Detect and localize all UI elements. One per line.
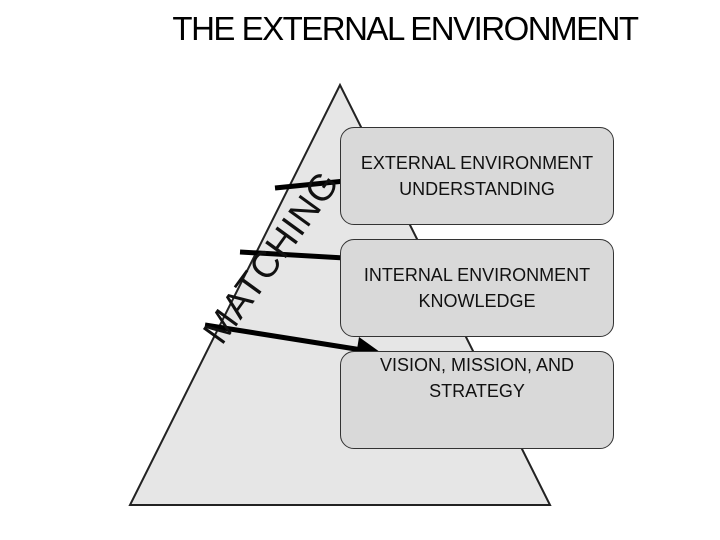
internal-environment-label: INTERNAL ENVIRONMENT KNOWLEDGE [363, 265, 591, 311]
arrow-to-vision-box [204, 322, 363, 353]
page-title: THE EXTERNAL ENVIRONMENT [172, 10, 639, 47]
internal-environment-box: INTERNAL ENVIRONMENT KNOWLEDGE [340, 239, 614, 337]
external-environment-box: EXTERNAL ENVIRONMENT UNDERSTANDING [340, 127, 614, 225]
vision-mission-strategy-box: VISION, MISSION, AND STRATEGY [340, 351, 614, 449]
vision-mission-strategy-label: VISION, MISSION, AND STRATEGY [379, 355, 575, 401]
external-environment-label: EXTERNAL ENVIRONMENT UNDERSTANDING [360, 153, 594, 199]
